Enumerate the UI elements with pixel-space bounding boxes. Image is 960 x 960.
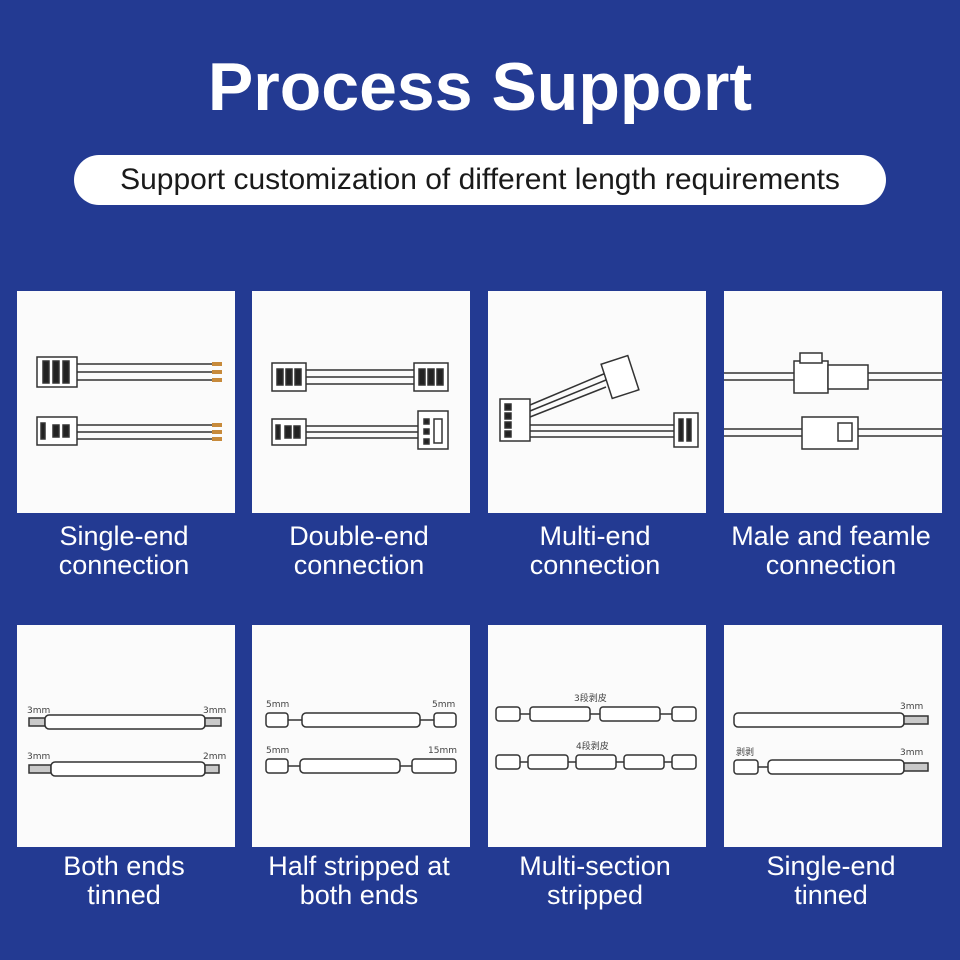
both-ends-tinned-card: 3mm 3mm 3mm 2mm [17, 625, 235, 847]
multi-section-stripped-illustration: 3段剥皮 4段剥皮 [495, 692, 697, 770]
dim-label: 3mm [203, 706, 226, 716]
both-ends-tinned-illustration: 3mm 3mm 3mm 2mm [27, 706, 226, 777]
multi-end-connection-caption: Multi-end connection [529, 521, 661, 580]
double-end-connection-card [252, 291, 470, 513]
multi-section-stripped-card: 3段剥皮 4段剥皮 [488, 625, 706, 847]
dim-label: 3mm [900, 748, 923, 758]
multi-end-connection-illustration [499, 354, 699, 448]
dim-label: 5mm [266, 700, 289, 710]
dim-label: 剥剥 [736, 747, 754, 758]
multi-section-stripped-caption: Multi-section stripped [519, 851, 671, 910]
male-female-connection-card [724, 291, 942, 513]
subtitle-banner: Support customization of different lengt… [74, 155, 886, 205]
half-stripped-illustration: 5mm 5mm 5mm 15mm [265, 700, 457, 774]
single-end-tinned-caption: Single-end tinned [766, 851, 896, 910]
dim-label: 3段剥皮 [574, 692, 607, 704]
dim-label: 4段剥皮 [576, 740, 609, 752]
double-end-connection-illustration [271, 362, 449, 450]
male-female-connection-caption: Male and feamle connection [731, 521, 931, 580]
multi-end-connection-card [488, 291, 706, 513]
dim-label: 5mm [432, 700, 455, 710]
single-end-connection-illustration [36, 356, 222, 446]
dim-label: 3mm [27, 706, 50, 716]
single-end-tinned-illustration: 3mm 剥剥 3mm [733, 702, 929, 775]
subtitle-text: Support customization of different lengt… [120, 163, 840, 196]
dim-label: 3mm [27, 752, 50, 762]
dim-label: 5mm [266, 746, 289, 756]
both-ends-tinned-caption: Both ends tinned [63, 851, 185, 910]
half-stripped-caption: Half stripped at both ends [268, 851, 450, 910]
male-female-connection-illustration [724, 352, 942, 450]
single-end-connection-caption: Single-end connection [58, 521, 190, 580]
dim-label: 2mm [203, 752, 226, 762]
dim-label: 3mm [900, 702, 923, 712]
half-stripped-card: 5mm 5mm 5mm 15mm [252, 625, 470, 847]
double-end-connection-caption: Double-end connection [289, 521, 429, 580]
single-end-connection-card [17, 291, 235, 513]
single-end-tinned-card: 3mm 剥剥 3mm [724, 625, 942, 847]
page-title: Process Support [207, 49, 753, 125]
dim-label: 15mm [428, 746, 457, 756]
